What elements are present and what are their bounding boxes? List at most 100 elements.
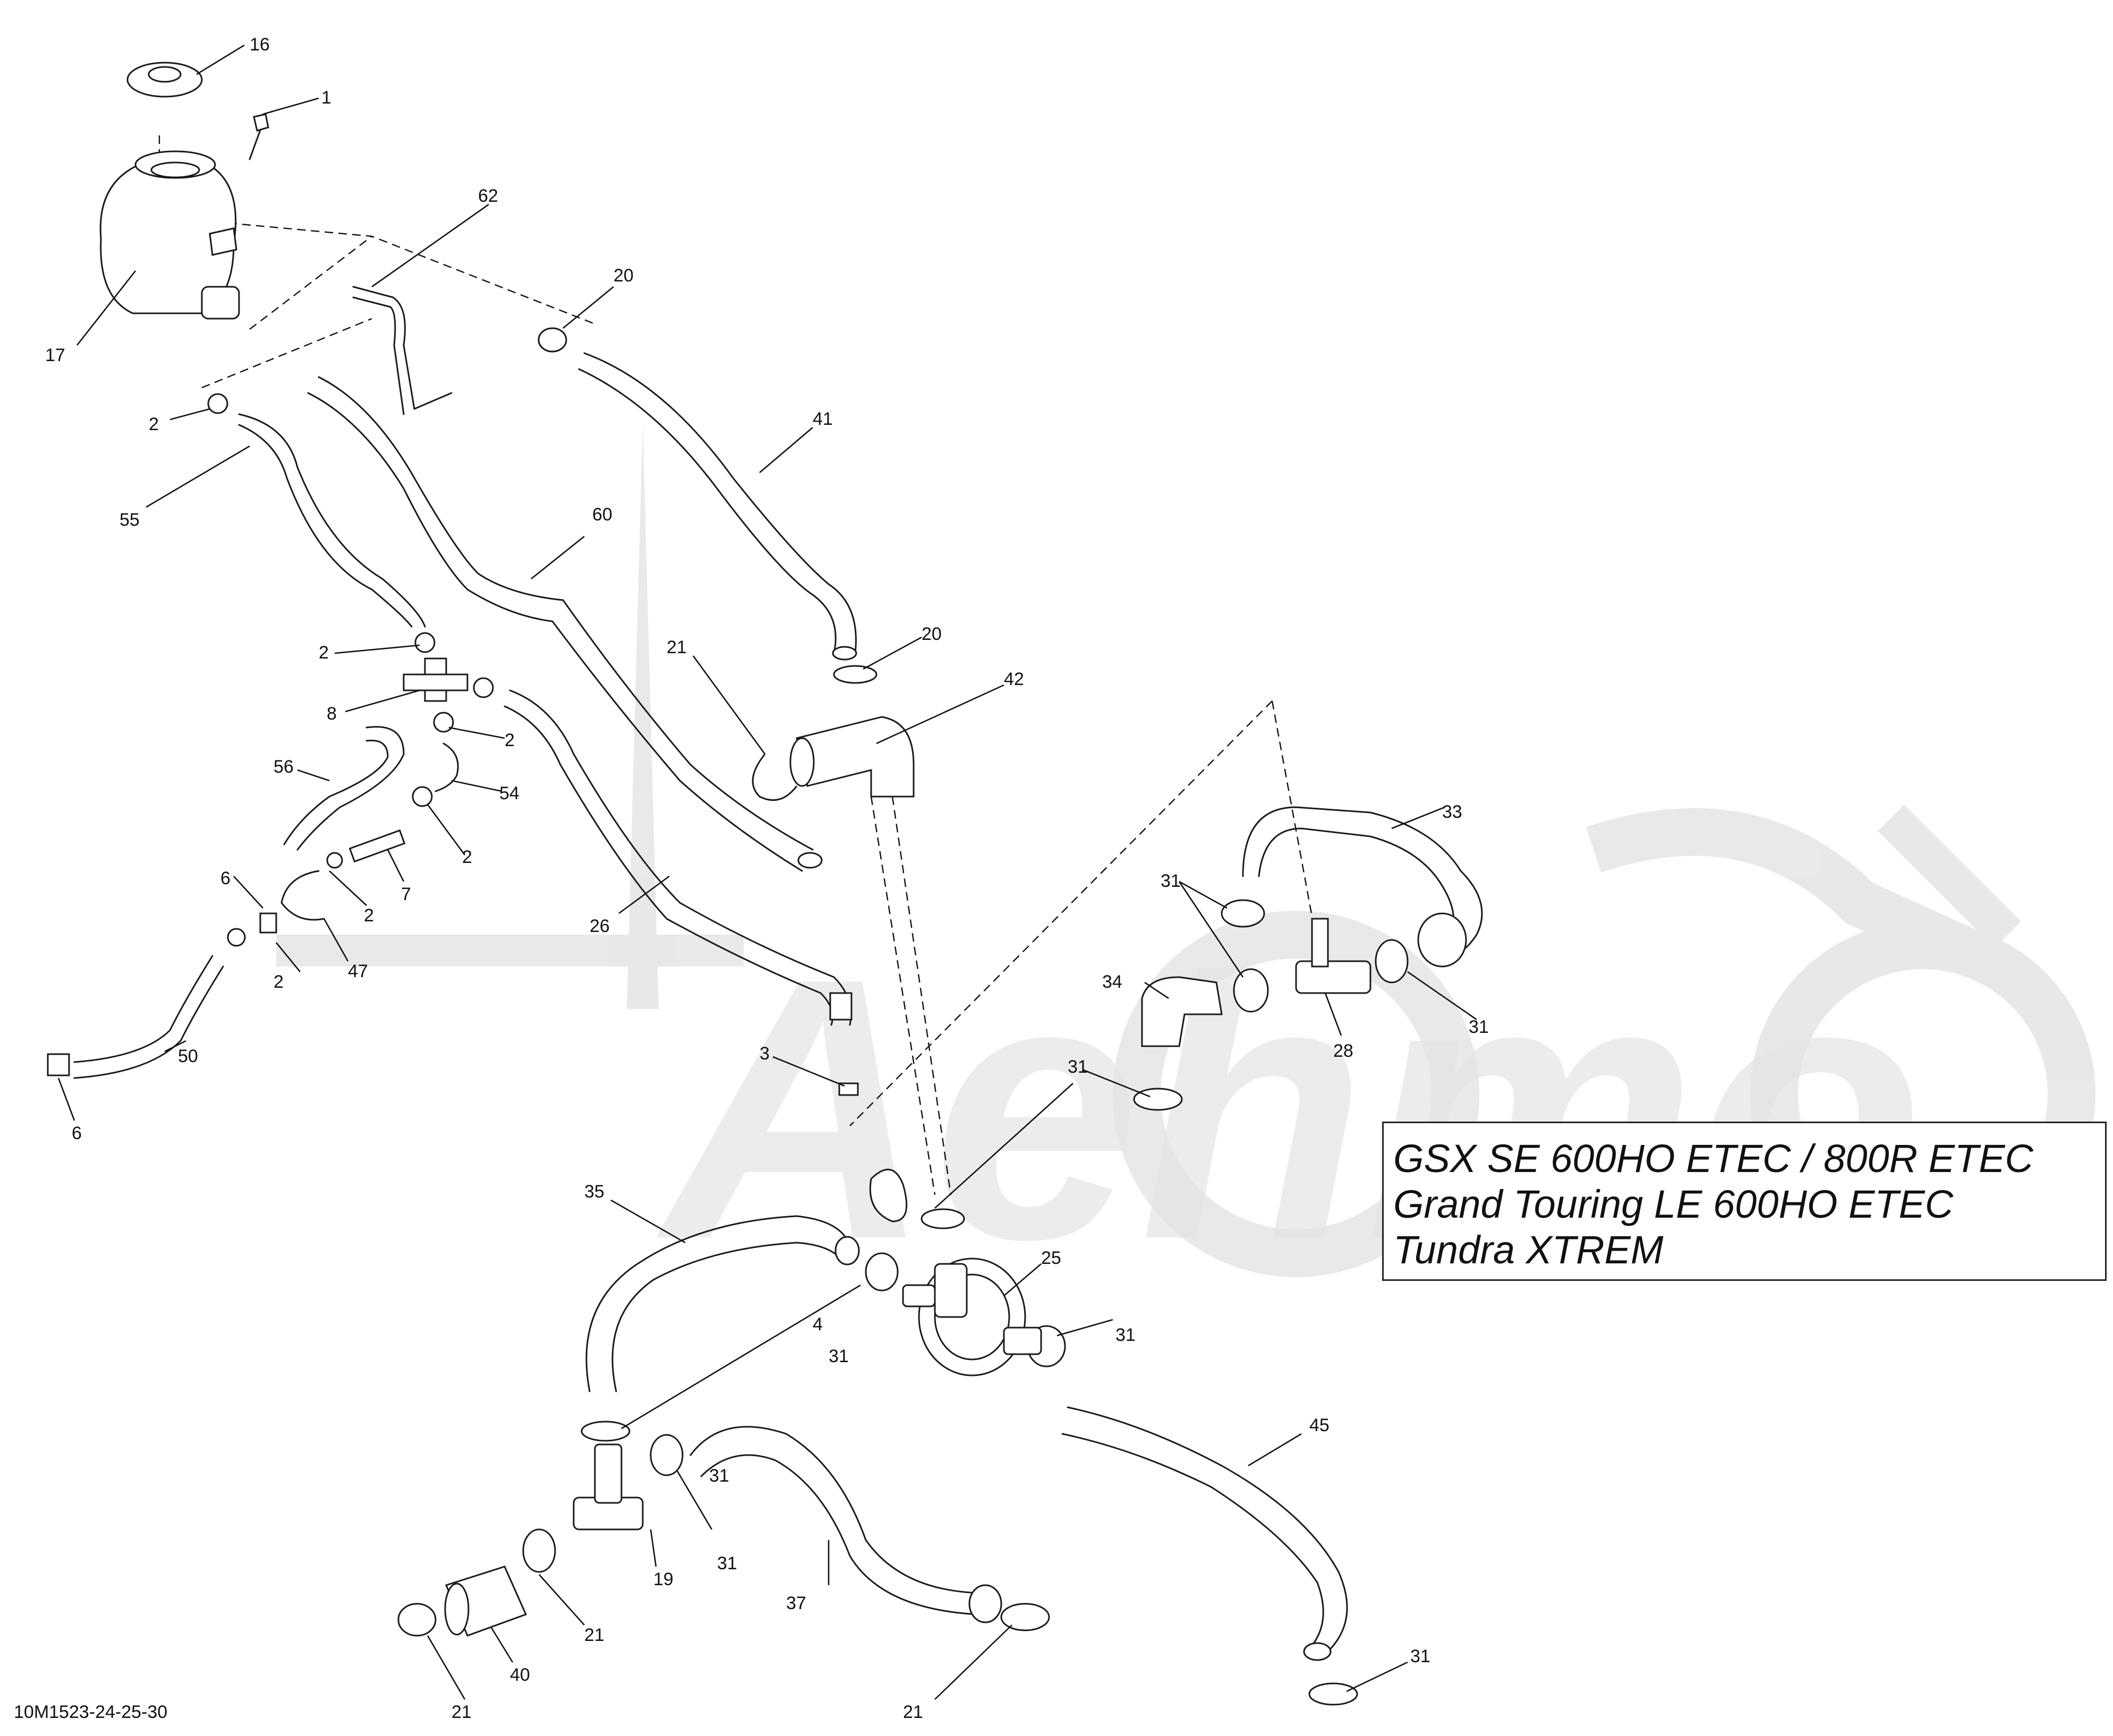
part-label: 54: [499, 783, 519, 803]
part-label: 17: [45, 345, 65, 365]
hose-33: [1242, 806, 1483, 957]
hose-37: [689, 1426, 989, 1594]
part-label: 56: [274, 757, 294, 777]
part-label: 42: [1004, 669, 1024, 689]
part-label: 19: [653, 1569, 674, 1589]
part-label: 60: [592, 504, 612, 525]
part-label: 31: [709, 1466, 729, 1486]
radiator-cap-16: [126, 62, 203, 98]
hose-56: [296, 726, 405, 851]
part-label: 4: [813, 1314, 823, 1335]
part-label: 2: [319, 643, 329, 663]
hose-41: [583, 352, 857, 654]
part-label: 31: [1469, 1017, 1489, 1037]
part-label: 21: [903, 1702, 923, 1722]
part-label: 2: [462, 847, 472, 867]
clamp-2-d: [412, 786, 433, 807]
part-label: 45: [1309, 1415, 1330, 1435]
clamp-4: [865, 1252, 899, 1292]
part-label: 26: [590, 916, 610, 936]
clip-6-a: [259, 912, 277, 934]
part-label: 8: [327, 704, 337, 724]
hose-35: [585, 1215, 851, 1392]
part-label: 31: [1068, 1057, 1088, 1077]
hose-60: [318, 376, 814, 851]
tee-fitting-8: [403, 657, 468, 702]
part-labels: 16 1 62 20 17 2 55 41 60 2 21 20 42 8 2 …: [45, 35, 1489, 1722]
coupling-40: [444, 1566, 527, 1637]
clip-6-b: [47, 1053, 70, 1076]
part-label: 21: [667, 637, 687, 657]
clamp-31-i: [1308, 1682, 1358, 1706]
hose-55: [238, 413, 426, 628]
clamp-2-c: [433, 712, 454, 733]
part-label: 31: [1161, 871, 1181, 891]
clamp-2-f: [326, 852, 343, 869]
clamp-2-e: [207, 393, 228, 414]
part-label: 2: [364, 905, 374, 926]
model-title-line-2: Grand Touring LE 600HO ETEC: [1393, 1182, 1954, 1226]
tee-fitting-19: [573, 1443, 644, 1530]
part-label: 20: [922, 624, 942, 644]
clamp-31-b: [1233, 968, 1269, 1013]
clamp-2-b: [473, 677, 494, 698]
part-label: 31: [1410, 1646, 1430, 1666]
part-label: 25: [1041, 1248, 1061, 1268]
coolant-reservoir-17: [99, 150, 240, 320]
tee-fitting-28: [1295, 918, 1371, 994]
part-label: 50: [178, 1046, 198, 1066]
thermostat-housing-25: [902, 1258, 1042, 1376]
part-label: 47: [348, 961, 368, 981]
clamp-31-g: [650, 1434, 684, 1476]
part-label: 6: [72, 1123, 82, 1143]
part-label: 31: [829, 1346, 849, 1366]
part-label: 20: [614, 266, 634, 286]
part-label: 2: [149, 414, 159, 434]
part-label: 21: [451, 1702, 472, 1722]
hose-26: [509, 689, 852, 1026]
part-label: 16: [250, 35, 270, 55]
clamp-21-upper: [752, 754, 798, 801]
elbow-42: [789, 716, 915, 798]
document-code: 10M1523-24-25-30: [14, 1702, 168, 1722]
clamp-20-lower: [833, 665, 877, 684]
model-title-box: GSX SE 600HO ETEC / 800R ETEC Grand Tour…: [1382, 1122, 2107, 1281]
clamp-31-a: [1221, 899, 1265, 928]
part-label: 35: [584, 1182, 604, 1202]
part-label: 1: [321, 88, 331, 108]
gasket: [869, 1168, 908, 1222]
model-title-line-3: Tundra XTREM: [1393, 1228, 1664, 1272]
part-label: 3: [760, 1044, 770, 1064]
hose-47: [280, 870, 325, 921]
hose-62: [352, 286, 453, 410]
part-label: 31: [717, 1553, 737, 1573]
part-label: 6: [220, 868, 231, 888]
part-label: 34: [1102, 972, 1122, 992]
valve-7: [348, 829, 406, 863]
bolt-1: [249, 113, 269, 160]
clamp-31-d: [1133, 1088, 1183, 1111]
leader-lines: [57, 44, 1477, 1700]
clamp-31-c: [1375, 939, 1409, 984]
part-label: 62: [478, 186, 498, 206]
part-label: 31: [1115, 1325, 1136, 1345]
part-label: 28: [1333, 1041, 1353, 1061]
part-label: 37: [786, 1593, 806, 1613]
clamp-4-lower: [581, 1421, 631, 1442]
part-label: 2: [505, 730, 515, 750]
clamp-21-mid: [522, 1528, 556, 1573]
hose-50: [73, 955, 214, 1063]
clamp-20-upper: [538, 327, 567, 353]
hose-54: [434, 742, 459, 792]
part-label: 2: [274, 972, 284, 992]
part-label: 55: [120, 510, 140, 530]
part-label: 7: [401, 884, 411, 904]
part-label: 21: [584, 1625, 604, 1645]
part-label: 33: [1442, 802, 1462, 822]
clamp-31-h: [1000, 1603, 1050, 1631]
clamp-2-g: [227, 928, 246, 947]
part-label: 40: [510, 1665, 530, 1685]
clamp-21-low: [397, 1603, 437, 1637]
hose-45: [1067, 1406, 1348, 1653]
